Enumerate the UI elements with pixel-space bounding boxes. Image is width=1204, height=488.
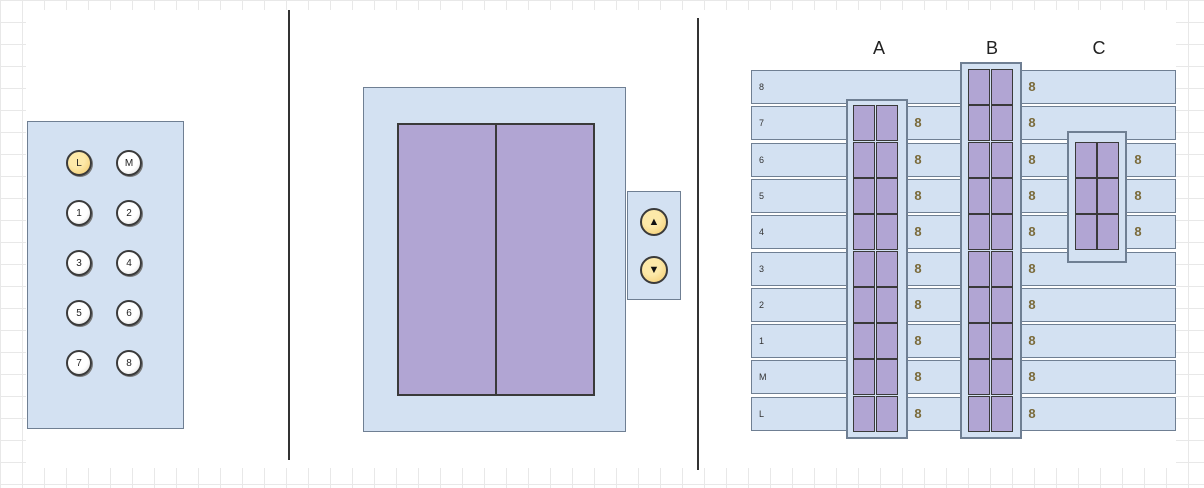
car-a-4-left (853, 214, 875, 251)
floor-label-1: 1 (759, 336, 765, 347)
floor-label-m: M (759, 372, 767, 383)
floor-button-6[interactable]: 6 (116, 300, 142, 326)
car-b-2-left (968, 286, 990, 323)
divider-left (288, 10, 290, 460)
car-a-5-left (853, 177, 875, 214)
indicator-b-6: 8 (1028, 151, 1036, 167)
indicator-b-1: 8 (1028, 333, 1036, 349)
car-b-7-right (991, 105, 1013, 142)
floor-label-2: 2 (759, 299, 765, 310)
car-b-l-left (968, 395, 990, 432)
elevator-door-frame (363, 87, 626, 432)
indicator-b-3: 8 (1028, 260, 1036, 276)
indicator-b-8: 8 (1028, 79, 1036, 94)
call-up-button[interactable]: ▲ (640, 208, 668, 236)
indicator-c-4: 8 (1134, 224, 1142, 240)
right-door-leaf (495, 123, 595, 396)
indicator-a-7: 8 (914, 115, 922, 131)
shaft-label-b: B (985, 38, 998, 58)
car-b-m-right (991, 359, 1013, 396)
indicator-b-4: 8 (1028, 224, 1036, 240)
car-c-4-right (1097, 214, 1119, 251)
floor-button-m[interactable]: M (116, 150, 142, 176)
car-b-5-right (991, 177, 1013, 214)
indicator-a-6: 8 (914, 151, 922, 167)
car-b-7-left (968, 105, 990, 142)
car-c-6-left (1075, 141, 1097, 178)
car-b-1-left (968, 323, 990, 360)
car-a-m-left (853, 359, 875, 396)
floor-label-6: 6 (759, 154, 765, 165)
indicator-a-4: 8 (914, 224, 922, 240)
floor-button-5[interactable]: 5 (66, 300, 92, 326)
car-b-6-right (991, 141, 1013, 178)
car-a-2-left (853, 286, 875, 323)
car-b-6-left (968, 141, 990, 178)
car-b-8-right (991, 69, 1013, 105)
floor-label-4: 4 (759, 227, 765, 238)
shaft-label-c: C (1092, 38, 1106, 58)
car-a-1-right (876, 323, 898, 360)
indicator-b-m: 8 (1028, 369, 1036, 385)
floor-button-7[interactable]: 7 (66, 350, 92, 376)
floor-button-l[interactable]: L (66, 150, 92, 176)
car-a-3-left (853, 250, 875, 287)
floor-button-2[interactable]: 2 (116, 200, 142, 226)
floor-button-4[interactable]: 4 (116, 250, 142, 276)
car-b-8-left (968, 69, 990, 105)
floor-label-8: 8 (759, 82, 765, 92)
car-a-6-left (853, 141, 875, 178)
indicator-b-l: 8 (1028, 405, 1036, 421)
indicator-a-3: 8 (914, 260, 922, 276)
floor-label-l: L (759, 408, 765, 419)
car-b-4-right (991, 214, 1013, 251)
floor-label-5: 5 (759, 190, 765, 201)
car-c-5-left (1075, 177, 1097, 214)
car-b-2-right (991, 286, 1013, 323)
car-b-m-left (968, 359, 990, 396)
floor-button-8[interactable]: 8 (116, 350, 142, 376)
floor-button-3[interactable]: 3 (66, 250, 92, 276)
indicator-a-1: 8 (914, 333, 922, 349)
indicator-c-5: 8 (1134, 187, 1142, 203)
car-a-2-right (876, 286, 898, 323)
car-a-7-right (876, 105, 898, 142)
call-down-button[interactable]: ▼ (640, 256, 668, 284)
indicator-b-2: 8 (1028, 296, 1036, 312)
indicator-a-l: 8 (914, 405, 922, 421)
left-door-leaf (397, 123, 497, 396)
floor-button-1[interactable]: 1 (66, 200, 92, 226)
divider-right (697, 18, 699, 470)
car-b-4-left (968, 214, 990, 251)
indicator-a-m: 8 (914, 369, 922, 385)
indicator-a-2: 8 (914, 296, 922, 312)
car-a-1-left (853, 323, 875, 360)
car-b-1-right (991, 323, 1013, 360)
indicator-b-5: 8 (1028, 187, 1036, 203)
car-b-5-left (968, 177, 990, 214)
car-a-7-left (853, 105, 875, 142)
car-b-3-right (991, 250, 1013, 287)
floor-label-7: 7 (759, 118, 765, 129)
car-a-l-left (853, 395, 875, 432)
call-button-panel: ▲ ▼ (627, 191, 681, 300)
car-c-4-left (1075, 214, 1097, 251)
indicator-c-6: 8 (1134, 151, 1142, 167)
shaft-label-a: A (872, 38, 885, 58)
car-a-l-right (876, 395, 898, 432)
car-a-5-right (876, 177, 898, 214)
car-a-6-right (876, 141, 898, 178)
indicator-a-5: 8 (914, 187, 922, 203)
car-b-l-right (991, 395, 1013, 432)
car-a-m-right (876, 359, 898, 396)
car-c-5-right (1097, 177, 1119, 214)
indicator-b-7: 8 (1028, 115, 1036, 131)
car-c-6-right (1097, 141, 1119, 178)
car-a-3-right (876, 250, 898, 287)
car-a-4-right (876, 214, 898, 251)
floor-label-3: 3 (759, 263, 765, 274)
car-b-3-left (968, 250, 990, 287)
